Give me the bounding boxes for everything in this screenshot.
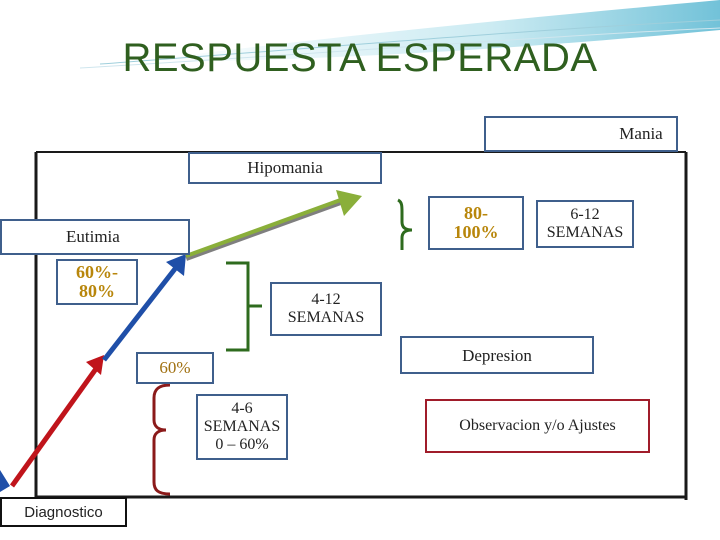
pct-60-label: 60% xyxy=(159,358,191,377)
weeks-4-6-line3: 0 – 60% xyxy=(215,435,269,453)
pct-60-80-line2: 80% xyxy=(79,281,115,301)
weeks-4-12-box: 4-12 SEMANAS xyxy=(270,282,382,336)
state-mania-label: Mania xyxy=(619,124,663,143)
bracket-80-100 xyxy=(397,198,413,250)
red-arrow xyxy=(0,355,104,492)
state-mania-box: Mania xyxy=(484,116,678,152)
bracket-4-12 xyxy=(226,261,262,352)
weeks-6-12-line1: 6-12 xyxy=(570,206,600,224)
header-wave-decoration xyxy=(79,0,720,69)
state-eutimia-label: Eutimia xyxy=(66,227,120,246)
weeks-4-6-line1: 4-6 xyxy=(231,400,253,418)
pct-60-80-line1: 60%- xyxy=(76,262,118,283)
bracket-4-6 xyxy=(152,383,171,496)
state-depresion-label: Depresion xyxy=(462,346,532,365)
weeks-6-12-line2: SEMANAS xyxy=(546,224,624,241)
weeks-4-6-box: 4-6 SEMANAS 0 – 60% xyxy=(196,394,288,460)
state-diagnostico-label: Diagnostico xyxy=(24,503,103,521)
green-arrow xyxy=(184,190,362,261)
state-hipomania-box: Hipomania xyxy=(188,152,382,184)
weeks-4-12-line2: SEMANAS xyxy=(287,309,365,326)
blue-arrow xyxy=(102,254,186,362)
state-eutimia-box: Eutimia xyxy=(0,219,190,255)
pct-60-80-box: 60%- 80% xyxy=(56,259,138,305)
state-depresion-box: Depresion xyxy=(400,336,594,374)
observacion-box: Observacion y/o Ajustes xyxy=(425,399,650,453)
observacion-label: Observacion y/o Ajustes xyxy=(459,417,616,434)
weeks-4-6-line2: SEMANAS xyxy=(203,418,281,436)
pct-80-100-line2: 100% xyxy=(453,222,499,242)
weeks-4-12-line1: 4-12 xyxy=(311,291,341,309)
pct-80-100-box: 80- 100% xyxy=(428,196,524,250)
state-hipomania-label: Hipomania xyxy=(247,158,323,177)
pct-60-box: 60% xyxy=(136,352,214,384)
weeks-6-12-box: 6-12 SEMANAS xyxy=(536,200,634,248)
page-title: RESPUESTA ESPERADA xyxy=(122,36,598,80)
state-diagnostico-box: Diagnostico xyxy=(0,497,127,527)
pct-80-100-line1: 80- xyxy=(464,203,488,224)
